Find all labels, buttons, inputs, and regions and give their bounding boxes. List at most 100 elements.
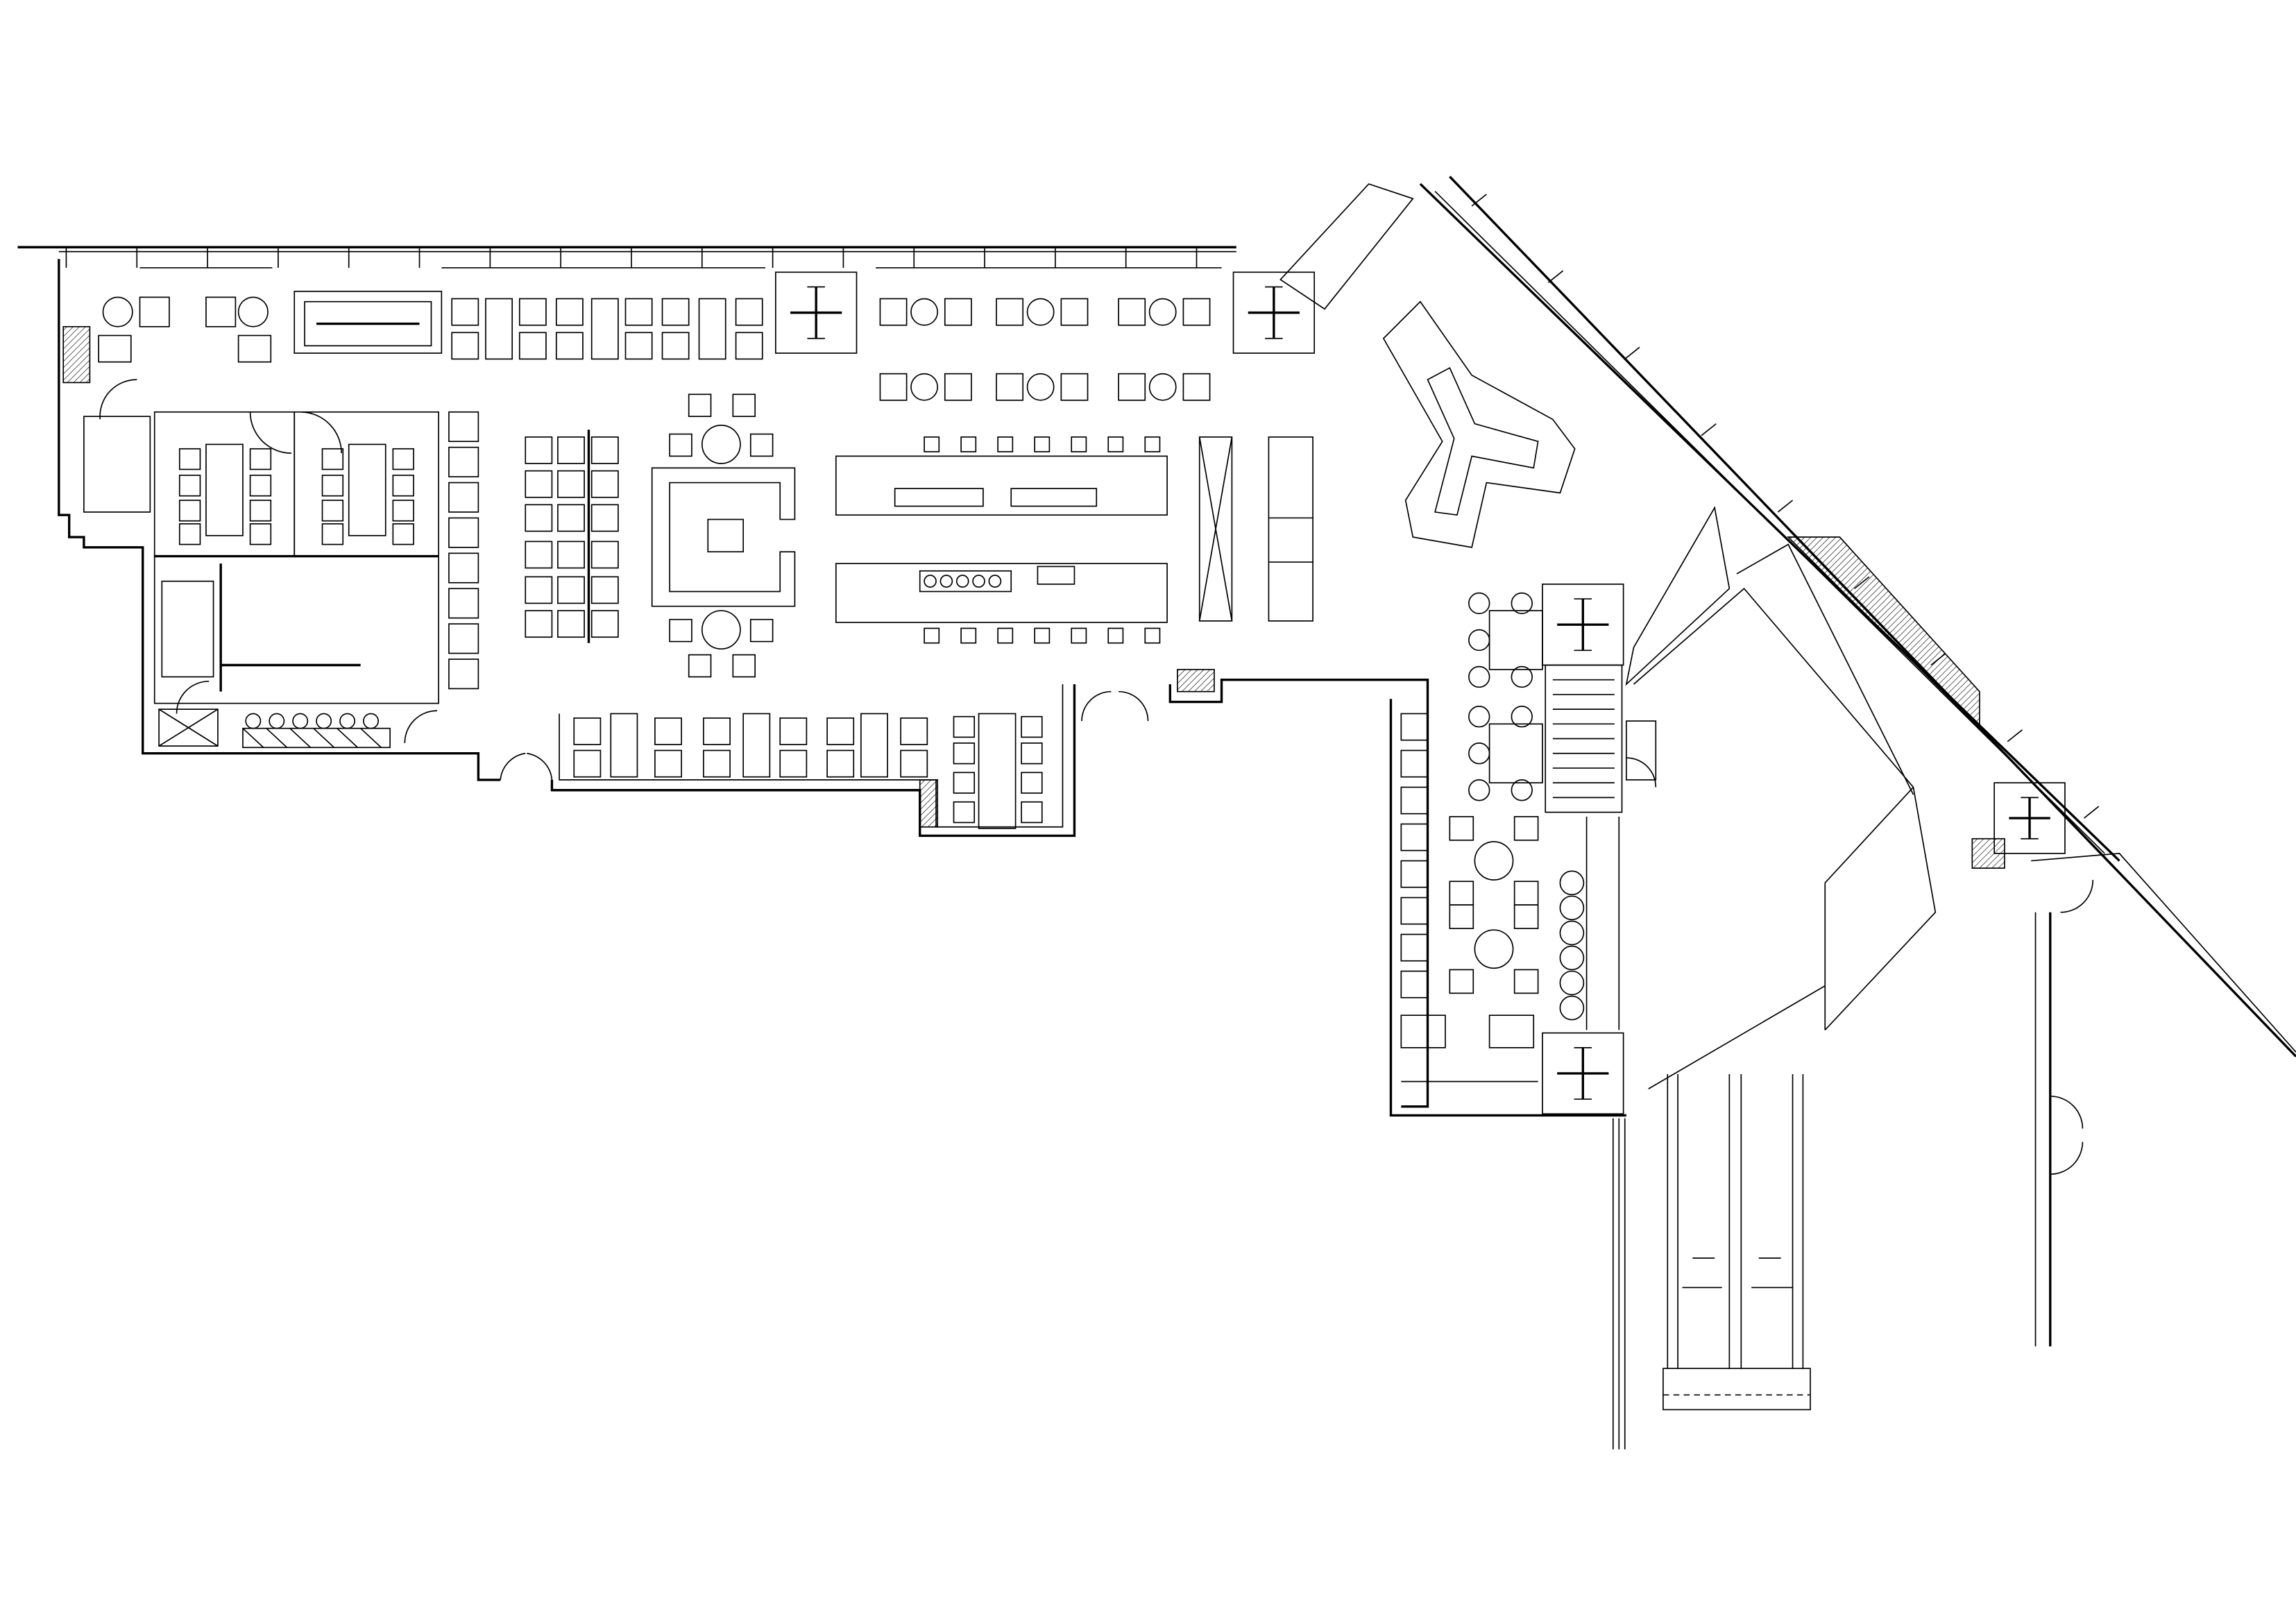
mullion	[1471, 194, 1487, 207]
chair	[735, 298, 763, 326]
storage-room	[83, 416, 151, 513]
chair	[1400, 897, 1429, 925]
bar-stool	[1107, 436, 1124, 452]
burner-icon	[924, 575, 937, 588]
chair	[1513, 904, 1539, 929]
chair	[826, 749, 855, 778]
chair	[900, 749, 928, 778]
chair	[1449, 904, 1474, 929]
chair	[590, 576, 619, 604]
stool	[1559, 995, 1585, 1021]
chair	[1060, 298, 1089, 326]
booth-bench	[860, 713, 888, 778]
round-table	[1026, 373, 1055, 401]
chair	[557, 504, 585, 532]
chair	[1488, 1014, 1535, 1048]
chair	[178, 500, 201, 522]
burner-icon	[939, 575, 953, 588]
booth-bench	[610, 713, 638, 778]
back-room	[153, 555, 439, 704]
structural-column	[774, 271, 858, 354]
chair	[953, 715, 976, 738]
chair	[1021, 801, 1043, 824]
chair	[1400, 860, 1429, 888]
round-table	[701, 610, 741, 650]
void-outline	[1633, 588, 1914, 883]
chair	[1182, 373, 1211, 401]
chair	[1021, 742, 1043, 765]
display-rack	[1198, 436, 1233, 622]
booth-bench	[742, 713, 771, 778]
chair	[525, 610, 553, 638]
round-table	[237, 296, 269, 328]
chair	[1449, 881, 1474, 906]
bar-stool	[960, 436, 977, 452]
entrance-door-swing	[527, 752, 553, 780]
stool	[1559, 970, 1585, 996]
round-table	[910, 373, 939, 401]
chair	[1400, 823, 1429, 851]
bar-stool	[997, 627, 1014, 644]
chair	[573, 749, 602, 778]
chair	[590, 504, 619, 532]
chair	[624, 332, 653, 360]
diagonal-facade	[1434, 191, 2105, 854]
counter	[161, 580, 214, 678]
cross-line	[266, 728, 288, 748]
chair	[624, 298, 653, 326]
entrance-door-swing	[1119, 690, 1149, 722]
chair	[557, 470, 585, 498]
mullion	[2084, 806, 2100, 819]
chair	[669, 433, 692, 457]
shelving	[242, 727, 391, 749]
chair	[654, 717, 682, 745]
chair	[1060, 373, 1089, 401]
chair	[1513, 881, 1539, 906]
fireplace	[62, 325, 91, 384]
chair	[879, 298, 908, 326]
storage-box	[158, 708, 219, 747]
chair	[944, 298, 972, 326]
chair	[321, 475, 344, 497]
bar-sink	[894, 488, 984, 507]
private-room	[153, 411, 296, 557]
bar-stool	[1071, 436, 1087, 452]
stool	[1468, 706, 1490, 728]
planter-strip	[1787, 536, 1980, 730]
chair	[321, 500, 344, 522]
chair	[249, 523, 272, 545]
chair	[1400, 713, 1429, 741]
service-door	[1626, 720, 1657, 781]
void-outline	[1625, 506, 1730, 686]
glass-wall	[2031, 853, 2296, 1053]
booth-bench	[698, 298, 726, 360]
chair	[996, 373, 1024, 401]
chair	[1400, 970, 1429, 999]
mullion	[1624, 346, 1640, 360]
chair	[555, 298, 584, 326]
chair	[1182, 298, 1211, 326]
chair	[779, 749, 808, 778]
canopy	[1279, 183, 1414, 310]
chair	[732, 654, 756, 678]
booth-bench	[485, 298, 513, 360]
chair	[1449, 969, 1474, 994]
cooktop	[919, 570, 1012, 593]
chair	[98, 334, 132, 363]
y-shaped-lounge	[1382, 300, 1576, 548]
door-swing-arc	[301, 411, 342, 454]
cross-line	[289, 728, 312, 748]
chair	[1118, 298, 1146, 326]
void-outline	[1736, 543, 1914, 795]
chair	[749, 433, 774, 457]
chair	[178, 448, 201, 470]
chair	[735, 332, 763, 360]
structural-column	[1542, 1032, 1624, 1115]
bar-stool	[924, 627, 940, 644]
round-table	[1148, 298, 1177, 326]
stool	[1559, 895, 1585, 921]
plan-layer	[17, 176, 2296, 1450]
escalator-landing	[1663, 1368, 1811, 1411]
stool	[1468, 665, 1490, 688]
